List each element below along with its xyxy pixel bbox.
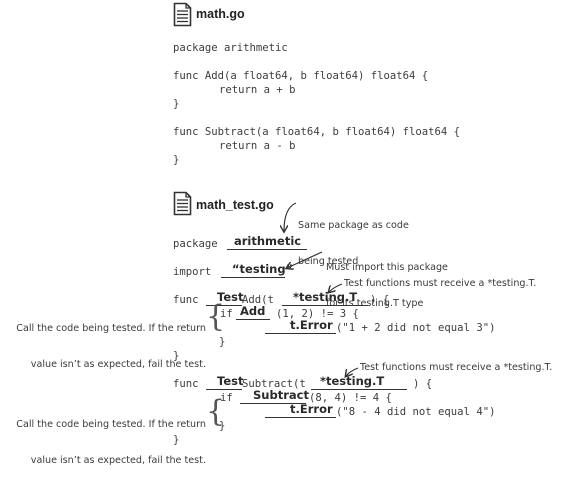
code-text: (1, 2) != 3 { [276, 308, 359, 320]
fill-in-underline [240, 403, 306, 404]
annotation-call-code: Call the code being tested. If the retur… [16, 323, 206, 370]
code-text: } [173, 434, 180, 446]
code-text: } [219, 420, 226, 432]
code-line: } [173, 98, 180, 110]
blank-import-path: “testing” [232, 262, 294, 276]
annotation-arrows [0, 202, 359, 443]
fill-in-underline [206, 305, 242, 306]
annotation-must-import: Must import this package for its testing… [326, 262, 448, 309]
fill-in-underline [311, 389, 407, 390]
arrow [284, 202, 297, 231]
code-line: return a + b [219, 84, 296, 96]
fill-in-underline [265, 333, 336, 334]
fill-in-underline [265, 417, 336, 418]
code-text: ("8 - 4 did not equal 4") [336, 406, 496, 418]
arrow [287, 251, 323, 268]
annotation-receive-testing-t: Test functions must receive a *testing.T… [344, 278, 537, 289]
blank-call-add: Add [240, 304, 266, 318]
fill-in-underline [227, 249, 307, 250]
arrow [329, 283, 343, 292]
blank-call-subtract: Subtract [253, 388, 309, 402]
code-line: package arithmetic [173, 42, 288, 54]
code-text: } [219, 336, 226, 348]
blank-testing-t: *testing.T [293, 290, 358, 304]
document-icon [173, 191, 192, 221]
file-name: math.go [196, 7, 245, 21]
code-text: ) { [370, 294, 390, 306]
code-line: func Subtract(a float64, b float64) floa… [173, 126, 461, 138]
code-keyword: func [173, 378, 199, 390]
blank-testing-t: *testing.T [320, 374, 385, 388]
document-icon [173, 2, 192, 32]
annotation-same-package: Same package as code being tested [298, 220, 409, 267]
code-line: func Add(a float64, b float64) float64 { [173, 70, 429, 82]
code-keyword: func [173, 294, 199, 306]
code-keyword: if [220, 308, 233, 320]
code-keyword: if [220, 392, 233, 404]
blank-package-name: arithmetic [234, 234, 302, 248]
code-keyword: package [173, 238, 218, 250]
annotation-receive-testing-t: Test functions must receive a *testing.T… [360, 362, 553, 373]
arrow [346, 367, 359, 376]
blank-test-prefix: Test [217, 290, 244, 304]
code-text: ("1 + 2 did not equal 3") [336, 322, 496, 334]
fill-in-underline [282, 305, 368, 306]
fill-in-underline [206, 389, 242, 390]
curly-brace: { [206, 394, 226, 429]
blank-test-prefix: Test [217, 374, 244, 388]
code-text: } [173, 350, 180, 362]
code-text: ) { [413, 378, 433, 390]
blank-t-error: t.Error [290, 318, 333, 332]
fill-in-underline [221, 277, 285, 278]
curly-brace: { [206, 299, 226, 334]
code-keyword: import [173, 266, 212, 278]
code-line: } [173, 154, 180, 166]
file-name: math_test.go [196, 198, 274, 212]
code-line: return a - b [219, 140, 296, 152]
code-text: Subtract(t [242, 378, 306, 390]
blank-t-error: t.Error [290, 402, 333, 416]
code-text: Add(t [242, 294, 274, 306]
code-text: (8, 4) != 4 { [309, 392, 392, 404]
fill-in-underline [236, 319, 270, 320]
